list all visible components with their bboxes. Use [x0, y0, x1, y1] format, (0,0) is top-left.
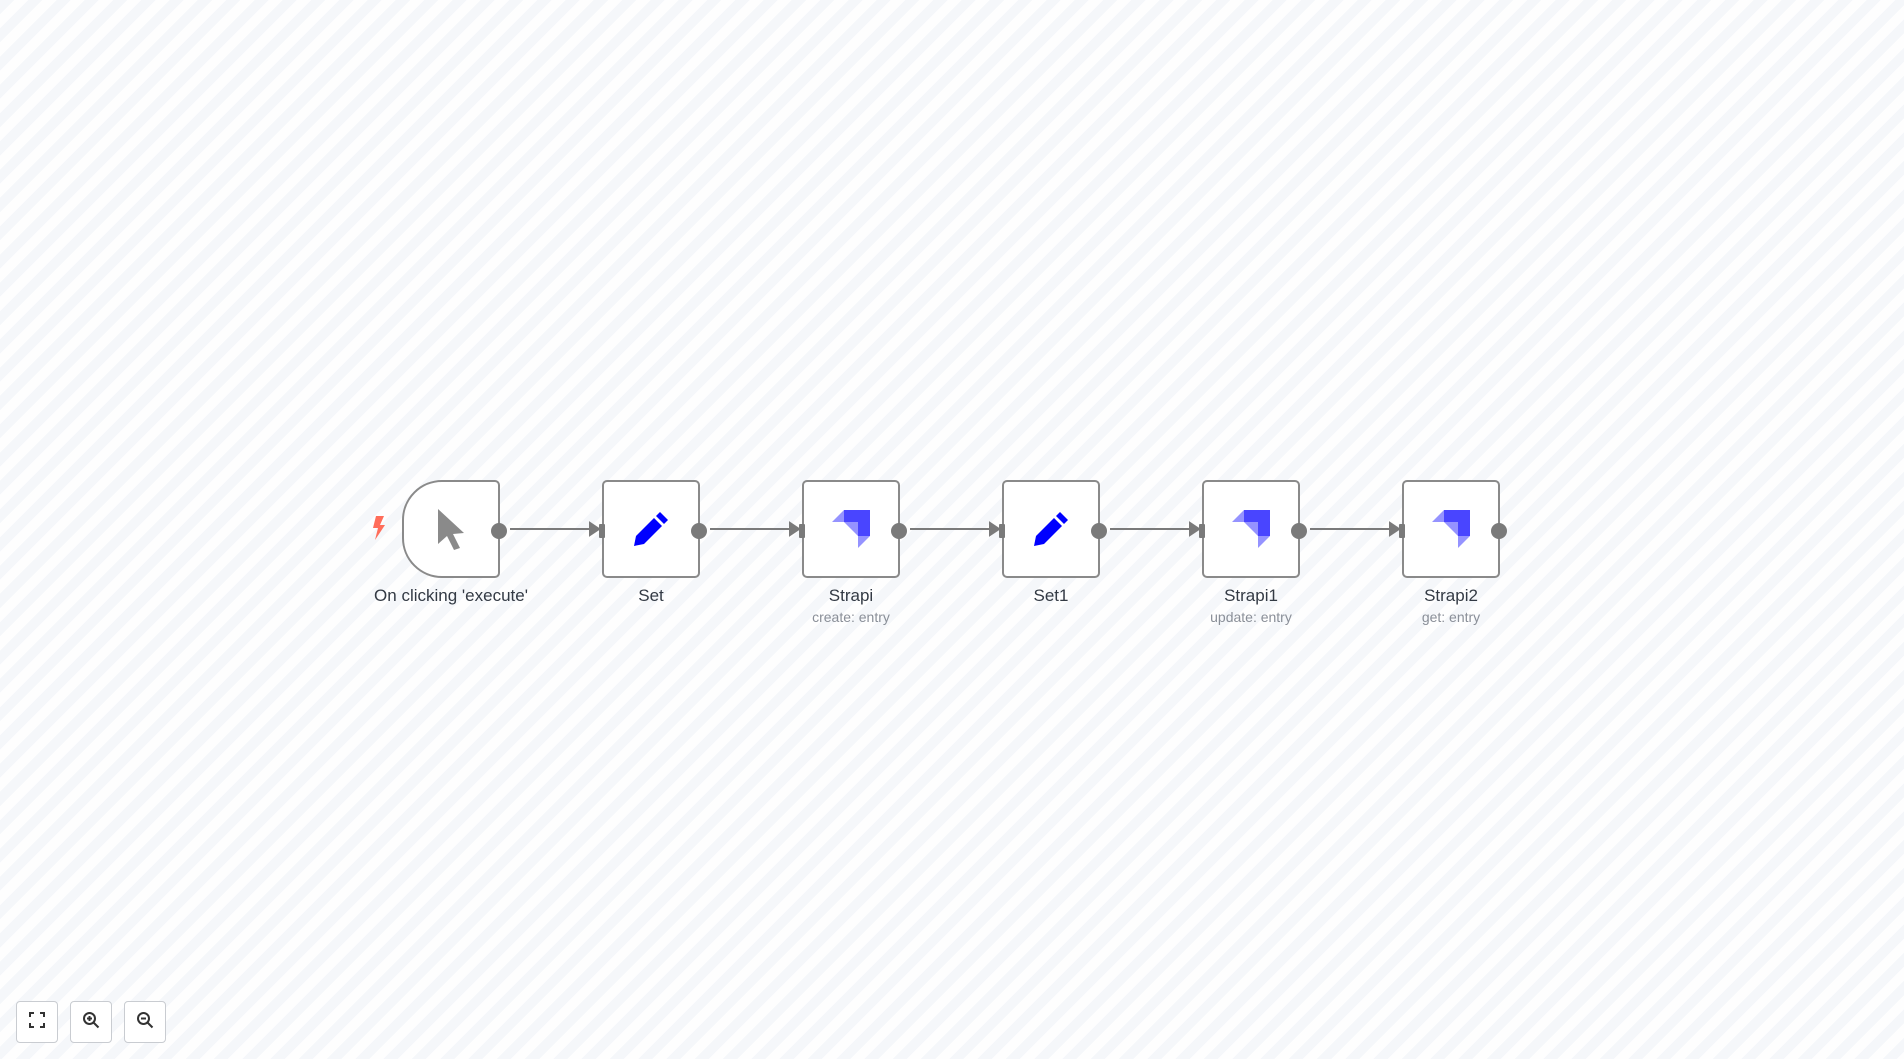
output-handle[interactable] [491, 523, 507, 539]
zoom-out-icon [136, 1011, 154, 1034]
node-subtitle: update: entry [1210, 609, 1292, 625]
input-handle[interactable] [799, 524, 805, 538]
connection-arrow [789, 521, 801, 537]
output-handle[interactable] [1291, 523, 1307, 539]
node-label: Strapi [828, 586, 874, 605]
output-handle[interactable] [1491, 523, 1507, 539]
zoom-in-icon [82, 1011, 100, 1034]
strapi-icon [1430, 508, 1472, 550]
zoom-to-fit-button[interactable] [16, 1001, 58, 1043]
node-label: Strapi1 [1224, 586, 1278, 605]
node-set[interactable] [599, 480, 707, 578]
node-label: On clicking 'execute' [374, 586, 528, 605]
input-handle[interactable] [999, 524, 1005, 538]
strapi-icon [830, 508, 872, 550]
pencil-icon [630, 508, 672, 550]
node-label: Strapi2 [1424, 586, 1478, 605]
strapi-icon [1230, 508, 1272, 550]
node-label: Set [638, 586, 664, 605]
zoom-controls [16, 1001, 166, 1043]
node-strapi1[interactable] [1199, 480, 1307, 578]
input-handle[interactable] [599, 524, 605, 538]
node-subtitle: create: entry [812, 609, 890, 625]
input-handle[interactable] [1399, 524, 1405, 538]
cursor-icon [434, 507, 468, 551]
node-trigger[interactable] [402, 480, 507, 578]
node-subtitle: get: entry [1421, 609, 1481, 625]
connection-arrow [1389, 521, 1401, 537]
pencil-icon [1030, 508, 1072, 550]
node-strapi[interactable] [799, 480, 907, 578]
node-set1[interactable] [999, 480, 1107, 578]
zoom-out-button[interactable] [124, 1001, 166, 1043]
node-label: Set1 [1033, 586, 1069, 605]
input-handle[interactable] [1199, 524, 1205, 538]
output-handle[interactable] [891, 523, 907, 539]
connection-arrow [589, 521, 601, 537]
fullscreen-icon [29, 1011, 45, 1033]
trigger-bolt-icon [370, 516, 388, 545]
connection-arrow [989, 521, 1001, 537]
output-handle[interactable] [1091, 523, 1107, 539]
zoom-in-button[interactable] [70, 1001, 112, 1043]
connection-arrow [1189, 521, 1201, 537]
output-handle[interactable] [691, 523, 707, 539]
node-strapi2[interactable] [1399, 480, 1507, 578]
